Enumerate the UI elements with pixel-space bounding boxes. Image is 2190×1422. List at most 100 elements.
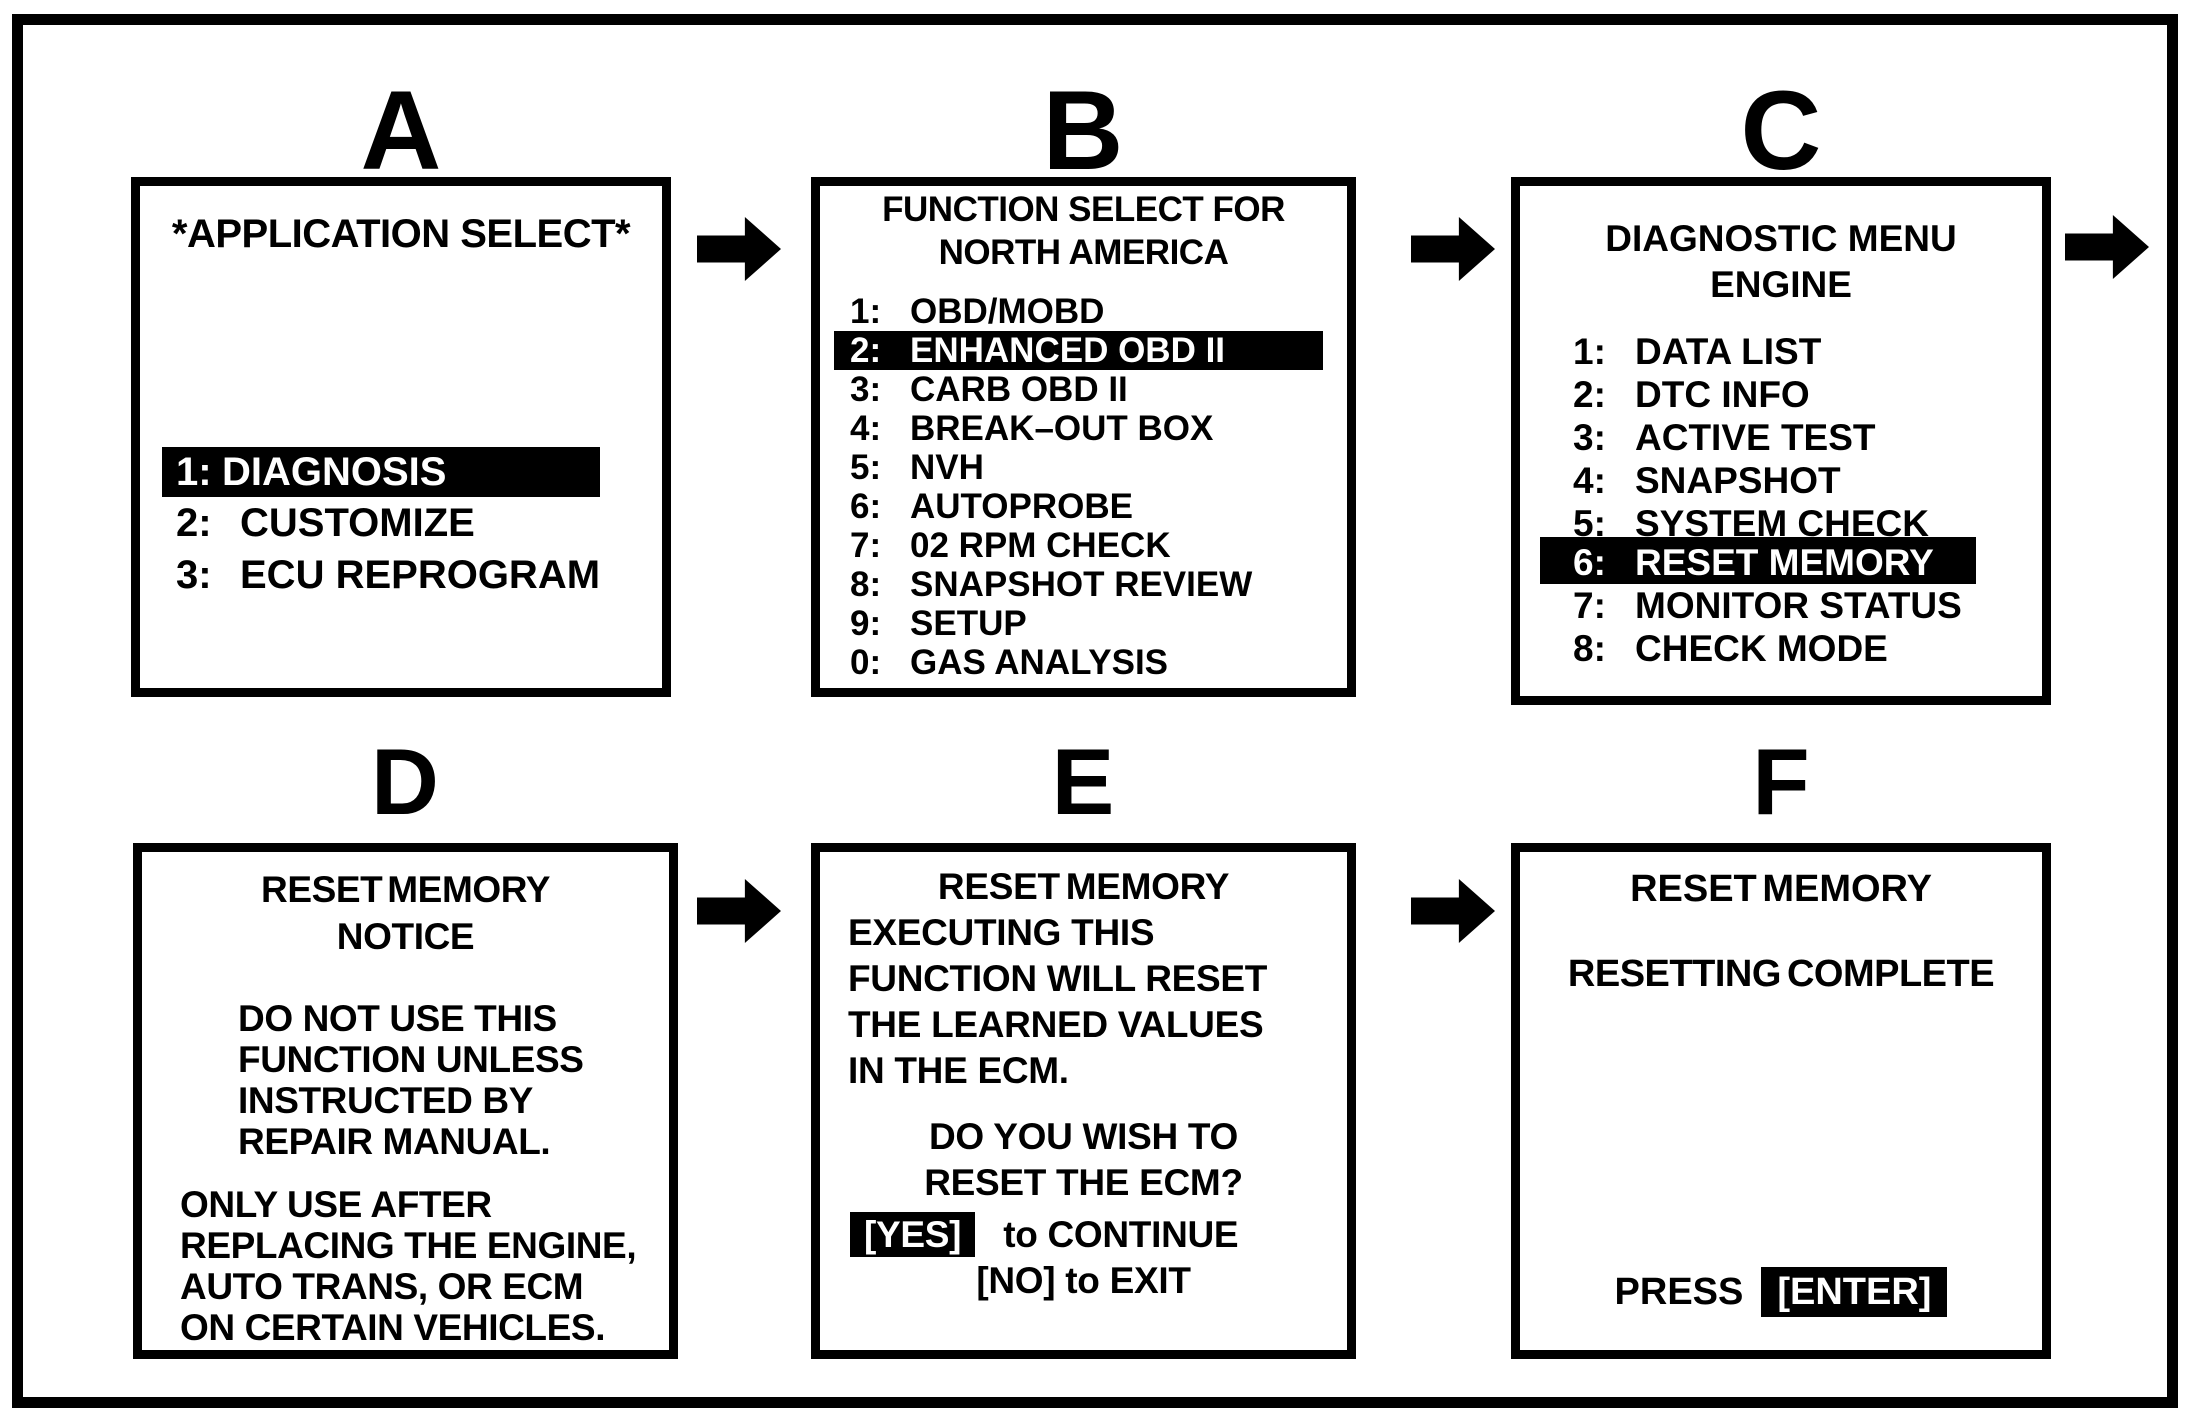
menu-list: 1: OBD/MOBD 2: ENHANCED OBD II 3: CARB OBD … — [834, 292, 1333, 682]
flow-arrow-icon — [1411, 879, 1495, 943]
menu-item-number: 3: — [176, 553, 212, 597]
step-label-d: D — [371, 729, 439, 834]
menu-item-number: 3: — [850, 370, 882, 409]
menu-item: 7:02 RPM CHECK — [834, 526, 1333, 565]
notice-line: ON CERTAIN VEHICLES. — [180, 1307, 606, 1348]
screen-function-select: FUNCTION SELECT FOR NORTH AMERICA 1: OBD/… — [811, 177, 1356, 697]
notice-line: INSTRUCTED BY — [238, 1080, 533, 1121]
menu-item: 3: ECU REPROGRAM — [162, 549, 640, 601]
flow-arrow-icon — [2065, 215, 2149, 279]
screen-reset-confirm: RESET MEMORY EXECUTING THIS FUNCTION WIL… — [811, 843, 1356, 1359]
notice-line: FUNCTION UNLESS — [238, 1039, 584, 1080]
step-label-e: E — [1051, 729, 1115, 834]
screen-title: FUNCTION SELECT FOR NORTH AMERICA — [820, 188, 1347, 274]
menu-list: 1:DIAGNOSIS 2:CUSTOMIZE 3: ECU REPROGRAM — [162, 447, 640, 601]
menu-item: 1: OBD/MOBD — [834, 292, 1333, 331]
step-label-f: F — [1752, 729, 1810, 834]
menu-item-number: 6: — [850, 487, 882, 526]
menu-item: 2:DTC INFO — [1540, 373, 2022, 416]
menu-item-number: 4: — [850, 409, 882, 448]
notice-paragraph: DO NOT USE THIS FUNCTION UNLESS INSTRUCT… — [238, 998, 669, 1162]
screen-reset-memory-notice: RESET MEMORY NOTICE DO NOT USE THIS FUNC… — [133, 843, 678, 1359]
menu-item-number: 1: — [176, 450, 212, 494]
menu-item-number: 8: — [1573, 628, 1606, 669]
menu-item-label: OBD/MOBD — [910, 292, 1105, 331]
enter-key-highlight: [ENTER] — [1761, 1267, 1948, 1317]
menu-list: 1: DATA LIST 2:DTC INFO 3:ACTIVE TEST 4: S… — [1540, 330, 2022, 670]
menu-item-label: DIAGNOSIS — [222, 450, 447, 494]
menu-item: 3:ACTIVE TEST — [1540, 416, 2022, 459]
screen-title-line: NOTICE — [336, 916, 475, 957]
menu-item: 4: SNAPSHOT — [1540, 459, 2022, 502]
menu-item-label: ENHANCED OBD II — [910, 331, 1226, 370]
no-option-line: [NO] to EXIT — [976, 1260, 1191, 1301]
menu-item-label: SNAPSHOT — [1635, 460, 1841, 501]
screen-title-line: NORTH AMERICA — [938, 233, 1229, 272]
menu-item-label: DTC INFO — [1635, 374, 1810, 415]
menu-item-number: 8: — [850, 565, 882, 604]
step-label-b: B — [1042, 68, 1124, 193]
menu-item-number: 1: — [850, 292, 882, 331]
menu-item-number: 9: — [850, 604, 882, 643]
step-label-c: C — [1740, 68, 1822, 193]
menu-item: 7: MONITOR STATUS — [1540, 584, 2022, 627]
notice-line: AUTO TRANS, OR ECM — [180, 1266, 584, 1307]
screen-reset-complete: RESET MEMORY RESETTING COMPLETE PRESS[EN… — [1511, 843, 2051, 1359]
screen-title: DIAGNOSTIC MENU ENGINE — [1520, 216, 2042, 308]
menu-item: 2:CUSTOMIZE — [162, 497, 640, 549]
press-enter-line: PRESS [ENTER] — [1520, 1267, 2042, 1317]
menu-item-label: DATA LIST — [1635, 331, 1822, 372]
screen-title: RESET MEMORY — [937, 866, 1230, 907]
notice-line: DO NOT USE THIS — [238, 998, 557, 1039]
menu-item-label: CUSTOMIZE — [240, 501, 475, 545]
menu-item-label: AUTOPROBE — [910, 487, 1133, 526]
menu-item-number: 6: — [1573, 542, 1606, 583]
screen-title-line: ENGINE — [1710, 264, 1852, 305]
screen-title: *APPLICATION SELECT* — [171, 212, 631, 256]
warning-line: THE LEARNED VALUES — [848, 1004, 1264, 1045]
notice-line: ONLY USE AFTER — [180, 1184, 492, 1225]
menu-item-label: CARB OBD II — [910, 370, 1128, 409]
menu-item-label: SNAPSHOT REVIEW — [910, 565, 1253, 604]
yes-key-highlight: [YES] — [850, 1212, 976, 1257]
menu-item-label: SETUP — [910, 604, 1027, 643]
menu-item-label: RESET MEMORY — [1635, 542, 1934, 583]
notice-paragraph: ONLY USE AFTER REPLACING THE ENGINE, AUT… — [180, 1184, 669, 1348]
menu-item-selected: 2: ENHANCED OBD II — [834, 331, 1323, 370]
menu-item-number: 5: — [850, 448, 882, 487]
menu-item-number: 2: — [850, 331, 882, 370]
notice-line: REPLACING THE ENGINE, — [180, 1225, 637, 1266]
menu-item: 0: GAS ANALYSIS — [834, 643, 1333, 682]
menu-item-label: NVH — [910, 448, 984, 487]
press-label: PRESS — [1614, 1271, 1744, 1313]
menu-item-number: 1: — [1573, 331, 1606, 372]
screen-title-line: FUNCTION SELECT FOR — [882, 190, 1285, 229]
confirm-question: DO YOU WISH TO RESET THE ECM? — [820, 1114, 1347, 1206]
menu-item: 5: NVH — [834, 448, 1333, 487]
menu-item-number: 4: — [1573, 460, 1606, 501]
screen-diagnostic-menu: DIAGNOSTIC MENU ENGINE 1: DATA LIST 2:DTC… — [1511, 177, 2051, 705]
warning-line: IN THE ECM. — [848, 1050, 1069, 1091]
menu-item-label: GAS ANALYSIS — [910, 643, 1169, 682]
menu-item-number: 7: — [1573, 585, 1606, 626]
warning-text: EXECUTING THIS FUNCTION WILL RESET THE L… — [848, 910, 1347, 1094]
menu-item: 8: SNAPSHOT REVIEW — [834, 565, 1333, 604]
menu-item-label: ACTIVE TEST — [1635, 417, 1876, 458]
menu-item: 6: AUTOPROBE — [834, 487, 1333, 526]
menu-item-label: CHECK MODE — [1635, 628, 1888, 669]
step-label-a: A — [360, 68, 442, 193]
notice-line: REPAIR MANUAL. — [238, 1121, 551, 1162]
figure-border: A B C D E F *APPLICATION SELECT* 1:DIAGN… — [12, 14, 2178, 1408]
menu-item-number: 7: — [850, 526, 882, 565]
yes-action-label: to CONTINUE — [1003, 1214, 1239, 1255]
warning-line: EXECUTING THIS — [848, 912, 1155, 953]
confirm-question-line: DO YOU WISH TO — [929, 1116, 1238, 1157]
menu-item-label: MONITOR STATUS — [1635, 585, 1962, 626]
menu-item-label: ECU REPROGRAM — [240, 553, 601, 597]
menu-item-number: 0: — [850, 643, 882, 682]
yes-option-line: [YES] to CONTINUE — [850, 1212, 1347, 1258]
menu-item: 4:BREAK–OUT BOX — [834, 409, 1333, 448]
menu-item: 3: CARB OBD II — [834, 370, 1333, 409]
flow-arrow-icon — [697, 217, 781, 281]
